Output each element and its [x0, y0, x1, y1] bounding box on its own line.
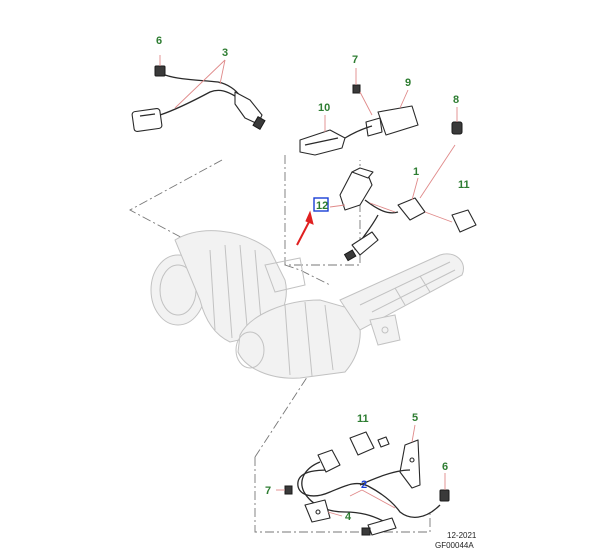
- leader-9: [399, 89, 409, 109]
- leader-1b: [419, 144, 456, 199]
- clip-bottom: [377, 436, 390, 448]
- clip-6-top[interactable]: [154, 65, 166, 77]
- leader-3: [219, 59, 226, 85]
- clip-6-bottom[interactable]: [439, 489, 450, 502]
- nut-7-bottom[interactable]: [284, 485, 293, 495]
- bracket-4-hole: [315, 509, 321, 515]
- top-to-catalyst-leader: [284, 264, 331, 286]
- leader-3b: [174, 59, 226, 109]
- bottom-group-frame: [254, 457, 431, 533]
- highlight-box-12: [313, 197, 329, 212]
- harness-3-connector[interactable]: [131, 107, 163, 133]
- connector-11-top[interactable]: [451, 209, 477, 233]
- callout-5: 5: [412, 412, 418, 424]
- lambda-wire: [364, 199, 399, 214]
- leader-1: [411, 177, 419, 201]
- callout-7a: 7: [352, 54, 358, 66]
- nut-7-top[interactable]: [352, 84, 361, 94]
- leader-7a-b: [359, 91, 373, 116]
- catalyst-body: [237, 299, 361, 379]
- exhaust-pipe-lines: [359, 261, 456, 313]
- harness-2-to-5: [359, 469, 411, 486]
- footer-code: GF00044A: [435, 541, 474, 550]
- mount-bracket: [369, 314, 401, 346]
- lambda-probe-tip: [343, 249, 357, 262]
- leader-12: [369, 202, 396, 213]
- callout-11a: 11: [458, 179, 470, 191]
- connector-latch: [139, 113, 156, 117]
- callout-11b: 11: [357, 413, 369, 425]
- callout-4: 4: [345, 511, 352, 523]
- callout-6a: 6: [156, 35, 162, 47]
- sensor-12-head: [351, 167, 374, 179]
- sensor-3-tip: [252, 115, 266, 131]
- harness-connector[interactable]: [317, 449, 341, 473]
- leader-4: [327, 511, 343, 517]
- top-group-frame: [284, 155, 361, 266]
- leader-12-box: [329, 204, 346, 208]
- turbo-housing: [174, 230, 287, 343]
- sensor-probe-2[interactable]: [367, 517, 397, 536]
- bottom-sensor-cluster: [276, 424, 450, 536]
- bracket-10[interactable]: [299, 129, 346, 156]
- nox-sensor-cluster: [299, 68, 463, 156]
- bracket-5[interactable]: [399, 439, 421, 489]
- nox-module-9-mount: [365, 117, 383, 137]
- leader-2: [349, 489, 363, 497]
- bracket-bolt: [381, 326, 389, 334]
- harness-3-upper-wire: [164, 74, 241, 97]
- leader-11-top: [424, 211, 453, 223]
- connector-11-bottom[interactable]: [349, 431, 375, 456]
- catalyst-outlet: [235, 331, 265, 369]
- harness-3-wire: [159, 89, 236, 116]
- sensor-probe-2-tip: [361, 527, 371, 536]
- callout-1: 1: [413, 166, 419, 178]
- callout-8: 8: [453, 94, 459, 106]
- pointer-arrow: [296, 210, 314, 246]
- harness-2-main: [297, 469, 441, 518]
- callout-6b: 6: [442, 461, 448, 473]
- callout-12: 12: [316, 200, 328, 212]
- sensor-harness-3: [131, 55, 266, 133]
- callout-10: 10: [318, 102, 330, 114]
- leader-2b: [361, 489, 396, 509]
- callout-9: 9: [405, 77, 411, 89]
- lambda-sensor-cluster: [329, 144, 477, 262]
- catalyst-assembly-ghost: [150, 230, 464, 379]
- exhaust-pipe: [339, 253, 464, 331]
- nox-module-9[interactable]: [377, 105, 419, 136]
- bracket-10-detail: [304, 137, 339, 146]
- bolt-8[interactable]: [451, 121, 463, 135]
- turbo-ribs: [209, 244, 263, 339]
- heat-shield: [264, 257, 306, 293]
- callout-3: 3: [222, 47, 228, 59]
- callout-labels: 6 3 7 9 8 10 1 11 12 11 5 6 2 7 4: [156, 35, 470, 523]
- bracket-5-hole: [409, 457, 415, 463]
- catalyst-ribs: [284, 301, 334, 377]
- callout-2: 2: [361, 479, 367, 491]
- leader-5: [411, 424, 416, 443]
- left-group-leader: [129, 159, 223, 251]
- callout-7b: 7: [265, 485, 271, 497]
- lambda-probe[interactable]: [351, 231, 379, 256]
- bottom-to-catalyst-leader: [254, 364, 316, 458]
- group-frames: [129, 155, 431, 533]
- lambda-connector-1[interactable]: [397, 197, 426, 221]
- footer-date: 12-2021: [447, 531, 477, 540]
- module-9-harness: [344, 125, 373, 139]
